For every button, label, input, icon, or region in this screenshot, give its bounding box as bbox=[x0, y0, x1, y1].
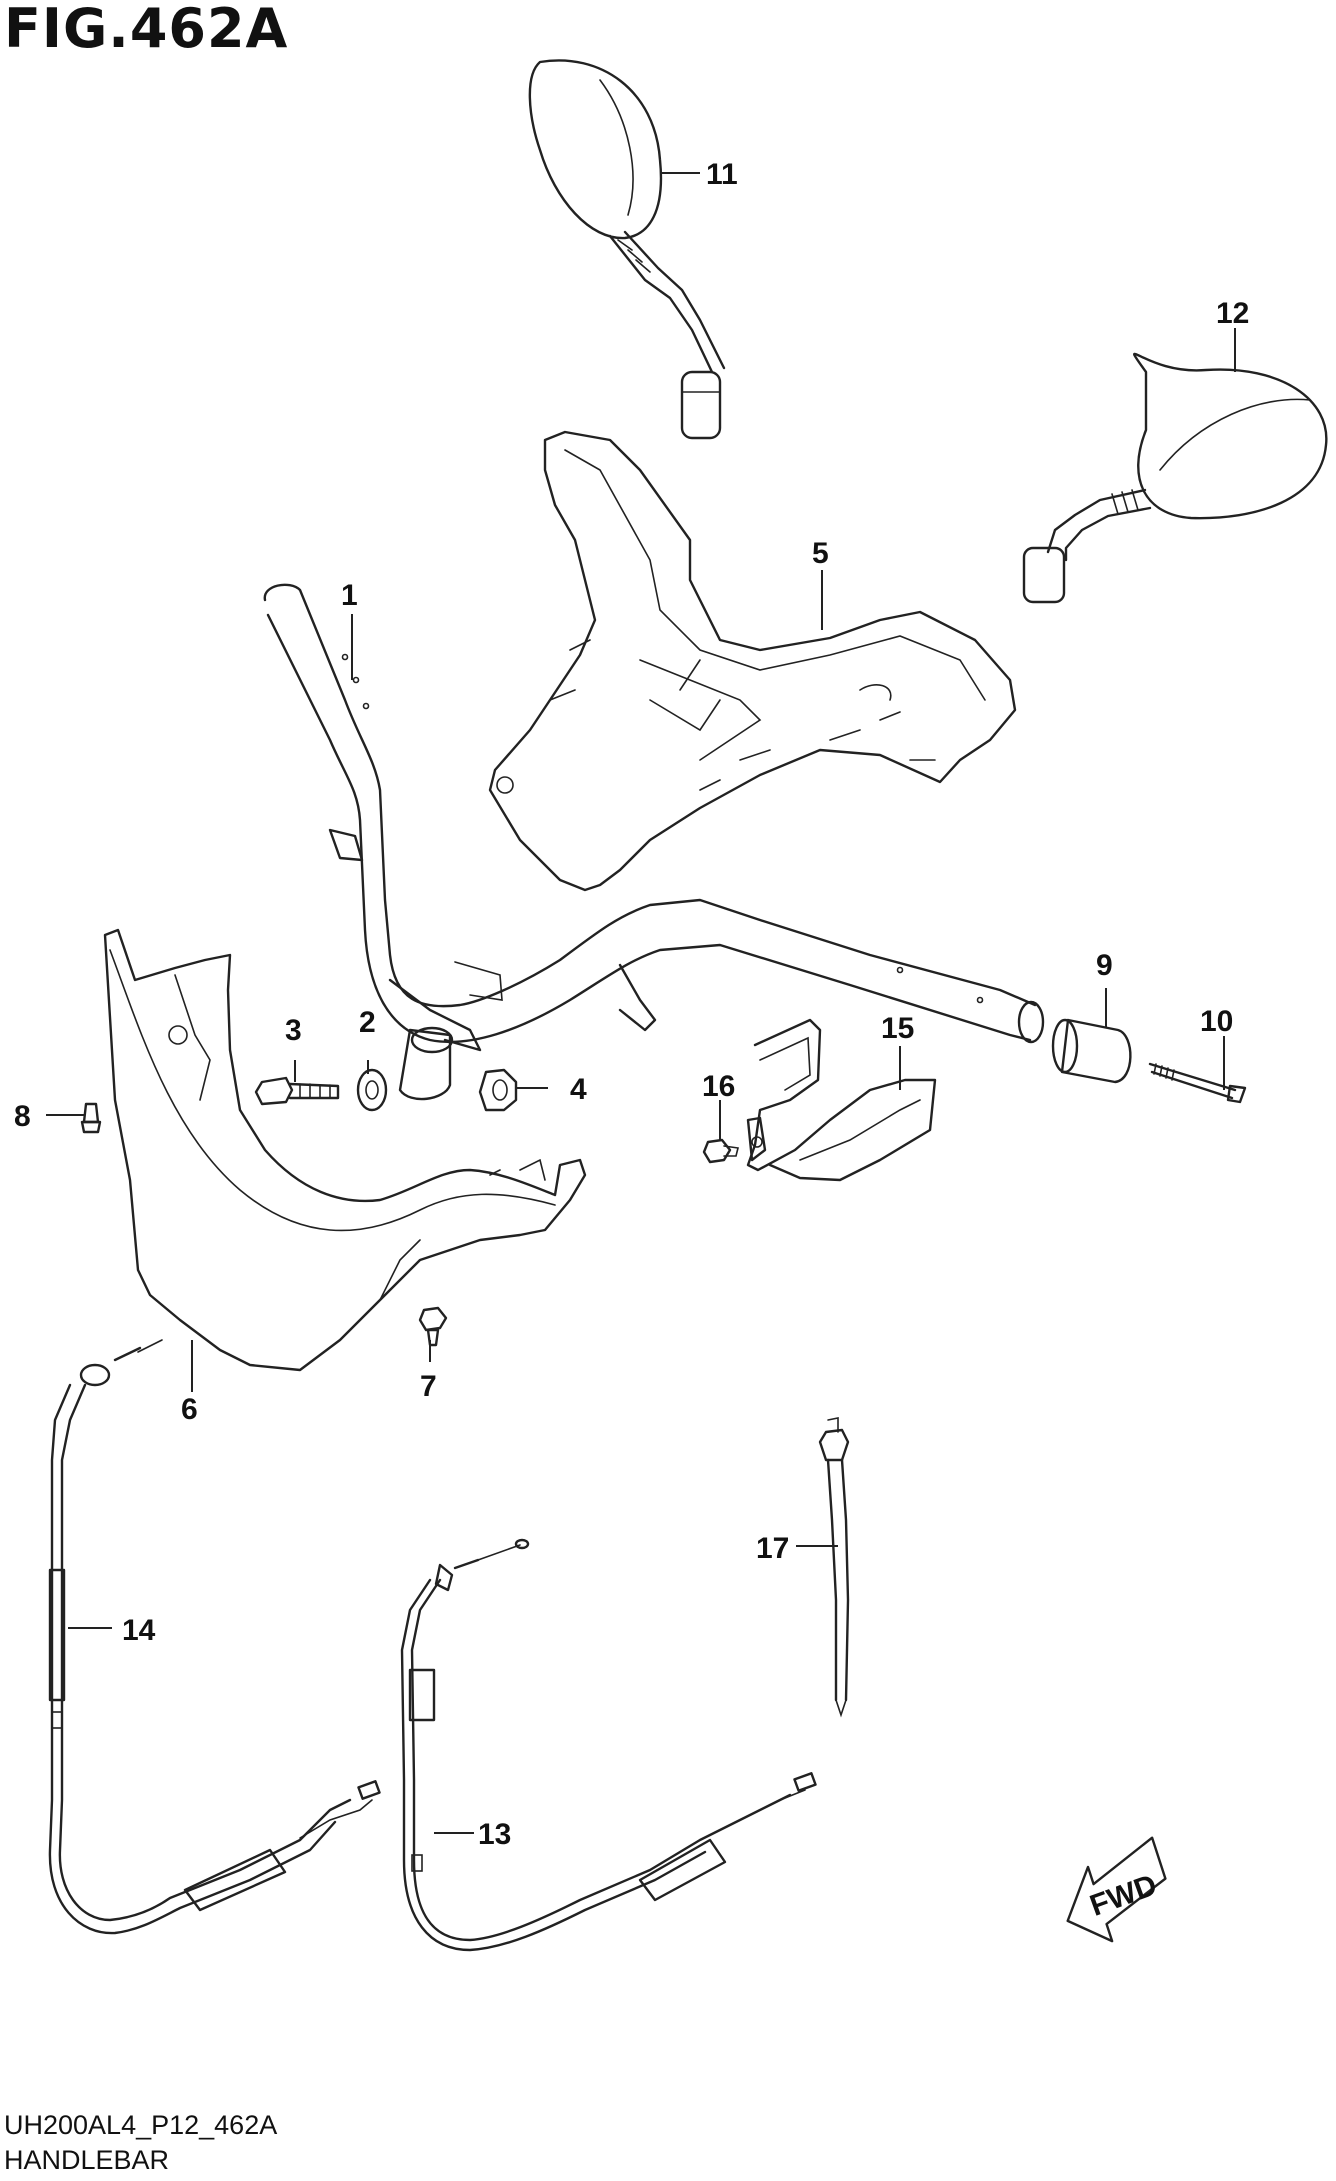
callout-14: 14 bbox=[122, 1614, 156, 1647]
part-7-screw[interactable] bbox=[418, 1306, 448, 1347]
callout-8: 8 bbox=[14, 1100, 31, 1133]
part-3-bolt[interactable] bbox=[254, 1076, 340, 1106]
callout-5: 5 bbox=[812, 537, 829, 570]
callout-1: 1 bbox=[341, 579, 358, 612]
fwd-label: FWD bbox=[1086, 1868, 1161, 1922]
part-10-screw[interactable] bbox=[1148, 1062, 1247, 1104]
part-5-front-cover[interactable] bbox=[488, 430, 1017, 892]
figure-code: UH200AL4_P12_462A bbox=[4, 2110, 278, 2140]
callout-6: 6 bbox=[181, 1393, 198, 1426]
part-4-nut[interactable] bbox=[478, 1068, 518, 1112]
callout-9: 9 bbox=[1096, 949, 1113, 982]
callout-7: 7 bbox=[420, 1370, 437, 1403]
figure-name: HANDLEBAR bbox=[4, 2145, 170, 2175]
callout-4: 4 bbox=[570, 1073, 587, 1106]
figure-title: FIG.462A bbox=[4, 0, 289, 60]
part-9-grip-end[interactable] bbox=[1051, 1018, 1132, 1084]
callout-2: 2 bbox=[359, 1006, 376, 1039]
callout-3: 3 bbox=[285, 1014, 302, 1047]
callout-13: 13 bbox=[478, 1818, 511, 1851]
part-15-bracket[interactable] bbox=[746, 1018, 937, 1182]
callout-17: 17 bbox=[756, 1532, 789, 1565]
callout-15: 15 bbox=[881, 1012, 914, 1045]
part-14-cable[interactable] bbox=[48, 1339, 381, 1935]
callout-11: 11 bbox=[706, 158, 738, 191]
leader-lines bbox=[46, 172, 1236, 1834]
part-11-left-mirror[interactable] bbox=[528, 59, 726, 440]
part-13-cable[interactable] bbox=[400, 1538, 817, 1952]
part-8-screw[interactable] bbox=[80, 1102, 102, 1134]
callout-10: 10 bbox=[1200, 1005, 1233, 1038]
part-2-collar[interactable] bbox=[356, 1068, 388, 1112]
part-1-handlebar[interactable] bbox=[263, 583, 1045, 1101]
callout-16: 16 bbox=[702, 1070, 735, 1103]
callouts: 1 2 3 4 5 6 7 8 9 10 11 12 13 14 15 16 1… bbox=[14, 158, 1249, 1851]
part-16-bolt[interactable] bbox=[702, 1138, 739, 1164]
part-17-cable-tie[interactable] bbox=[818, 1417, 850, 1718]
callout-12: 12 bbox=[1216, 297, 1249, 330]
part-6-rear-cover[interactable] bbox=[103, 928, 587, 1372]
part-12-right-mirror[interactable] bbox=[1022, 352, 1328, 604]
fwd-arrow: FWD bbox=[1066, 1836, 1167, 1943]
